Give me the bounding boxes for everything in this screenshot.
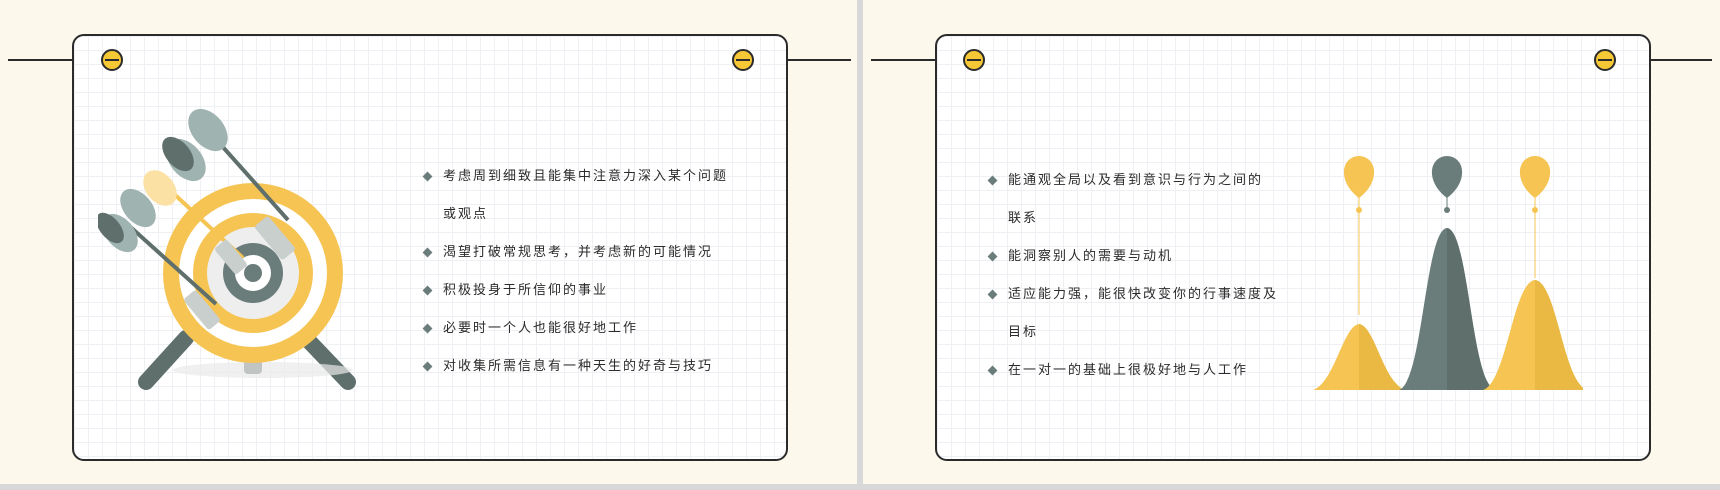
content-card bbox=[72, 34, 788, 461]
list-item: 对收集所需信息有一种天生的好奇与技巧 bbox=[424, 348, 728, 386]
feature-list: 能通观全局以及看到意识与行为之间的 联系 能洞察别人的需要与动机 适应能力强，能… bbox=[989, 162, 1278, 390]
dartboard-illustration bbox=[98, 108, 356, 390]
pin-icon bbox=[1594, 49, 1616, 71]
pin-icon bbox=[732, 49, 754, 71]
list-item: 能洞察别人的需要与动机 bbox=[989, 238, 1278, 276]
list-item: 渴望打破常规思考，并考虑新的可能情况 bbox=[424, 234, 728, 272]
list-item-continuation: 或观点 bbox=[443, 207, 489, 222]
pin-icon bbox=[101, 49, 123, 71]
list-item: 考虑周到细致且能集中注意力深入某个问题 bbox=[424, 158, 728, 196]
list-item-continuation: 目标 bbox=[1008, 325, 1039, 340]
slide-right: 能通观全局以及看到意识与行为之间的 联系 能洞察别人的需要与动机 适应能力强，能… bbox=[863, 0, 1720, 484]
peaks-illustration bbox=[1313, 156, 1583, 390]
list-item: 适应能力强，能很快改变你的行事速度及 bbox=[989, 276, 1278, 314]
list-item-continuation: 联系 bbox=[1008, 211, 1039, 226]
list-item: 能通观全局以及看到意识与行为之间的 bbox=[989, 162, 1278, 200]
list-item: 在一对一的基础上很极好地与人工作 bbox=[989, 352, 1278, 390]
pin-icon bbox=[963, 49, 985, 71]
slide-left: 考虑周到细致且能集中注意力深入某个问题 或观点 渴望打破常规思考，并考虑新的可能… bbox=[0, 0, 857, 484]
list-item: 必要时一个人也能很好地工作 bbox=[424, 310, 728, 348]
list-item: 积极投身于所信仰的事业 bbox=[424, 272, 728, 310]
feature-list: 考虑周到细致且能集中注意力深入某个问题 或观点 渴望打破常规思考，并考虑新的可能… bbox=[424, 158, 728, 386]
